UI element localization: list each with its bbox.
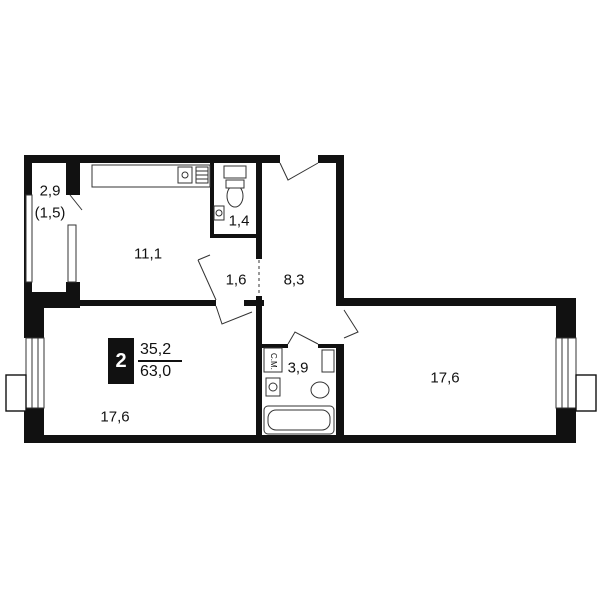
balcony-area-label: 2,9 xyxy=(39,182,61,200)
kitchen-counter xyxy=(91,164,211,188)
bedroom-right-area-label: 17,6 xyxy=(430,369,460,387)
corridor-area-label: 1,6 xyxy=(225,271,247,289)
interior-walls xyxy=(44,163,344,436)
doors xyxy=(69,162,359,345)
window-sills xyxy=(5,374,597,412)
bathroom-area-label: 3,9 xyxy=(287,359,309,377)
living-area-value: 35,2 xyxy=(140,341,172,358)
total-area-value: 63,0 xyxy=(140,363,172,380)
toilet-fixtures xyxy=(213,165,247,221)
apartment-area-box: 35,2 63,0 xyxy=(138,338,182,384)
balcony-reduced-area-label: (1,5) xyxy=(34,204,66,222)
kitchen-area-label: 11,1 xyxy=(133,245,163,263)
rooms-count-badge: 2 xyxy=(108,338,134,384)
toilet-area-label: 1,4 xyxy=(228,212,250,230)
exterior-walls xyxy=(24,155,576,443)
hall-area-label: 8,3 xyxy=(283,271,305,289)
bathroom-fixtures xyxy=(263,347,335,435)
windows xyxy=(25,194,577,409)
area-separator xyxy=(138,360,182,362)
bedroom-left-area-label: 17,6 xyxy=(100,408,130,426)
washing-machine-label: С.М. xyxy=(269,353,278,370)
